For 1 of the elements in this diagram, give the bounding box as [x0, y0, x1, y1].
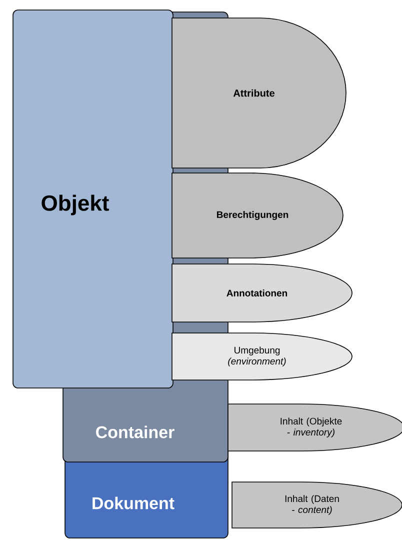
object-box: Objekt: [12, 10, 174, 388]
